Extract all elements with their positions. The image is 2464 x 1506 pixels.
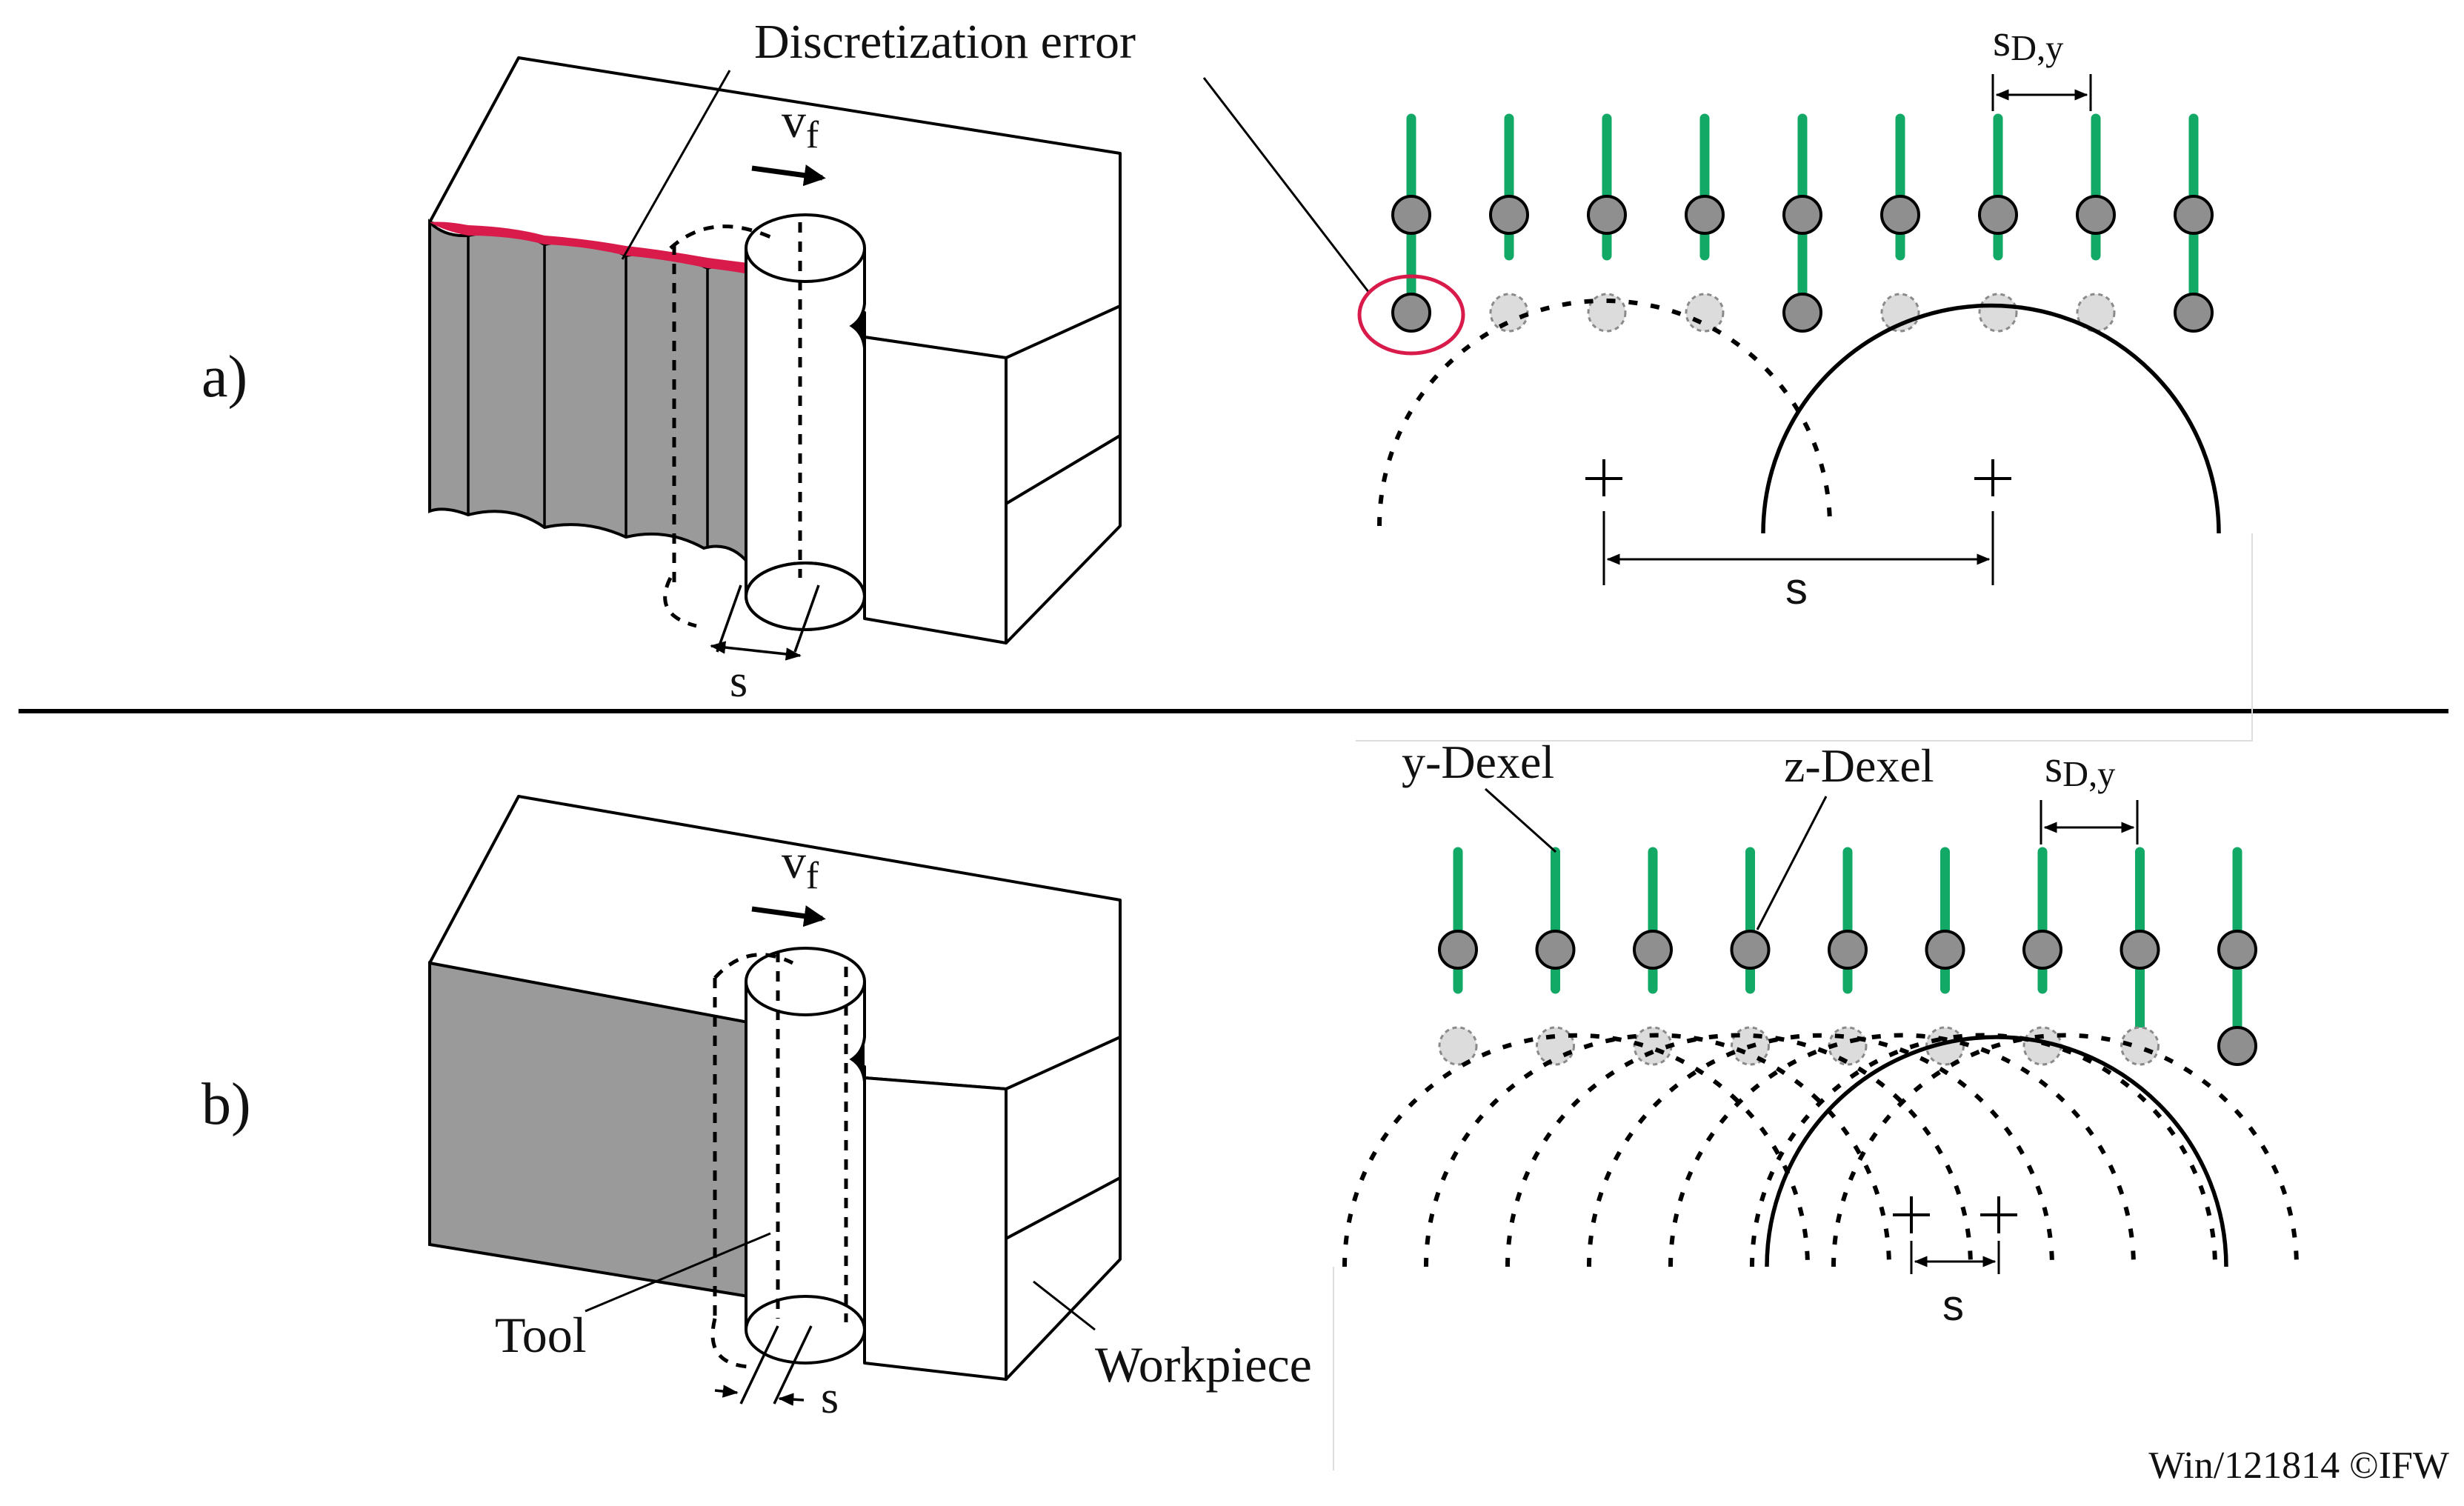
previous-tool-arc-b-1 [1342,1033,1810,1267]
dexel-spacing-label-a: sD,y [1993,16,2063,68]
lower-node-a-8 [2076,293,2116,333]
previous-tool-arc-b-4 [1587,1033,2054,1267]
z-dexel-node-a-5 [1782,195,1822,235]
discretization-error-label: Discretization error [754,15,1136,69]
z-dexel-node-b-3 [1633,930,1673,970]
feed-label-b: vf [782,835,819,897]
frame-line-a [1356,533,2253,742]
dexel-spacing-dimension-b [2040,800,2139,844]
z-dexel-node-a-8 [2076,195,2116,235]
z-dexel-node-b-5 [1828,930,1868,970]
previous-tool-arc-b-3 [1505,1033,1973,1267]
previous-tool-arc-b-2 [1424,1033,1891,1267]
machined-surface-a [428,219,750,567]
discretization-error-leader-right [1202,77,1371,293]
z-dexel-node-b-9 [2217,930,2257,970]
step-label-a-left: s [730,656,747,707]
z-dexel-node-a-1 [1391,195,1431,235]
step-dimension-b [1910,1241,2000,1274]
panel-b: b) [202,736,2299,1423]
panel-a-label: a) [202,344,247,410]
lower-node-a-1 [1391,293,1431,333]
previous-tool-arc-b-6 [1750,1033,2217,1267]
z-dexel-node-a-9 [2174,195,2214,235]
z-dexel-leader [1756,796,1828,930]
dexel-grid-a [1391,113,2214,333]
previous-tool-position-b [710,952,848,1369]
lower-node-a-2 [1489,293,1529,333]
lower-node-a-3 [1587,293,1627,333]
step-marker-b [714,1325,813,1406]
lower-node-a-9 [2174,293,2214,333]
dexel-grid-b [1438,847,2257,1066]
feed-arrow-b: vf [751,835,826,927]
tool-leader [585,1232,771,1313]
z-dexel-node-a-3 [1587,195,1627,235]
tool-cylinder-a [745,213,866,631]
dexel-spacing-label-b: sD,y [2045,742,2115,794]
z-dexel-node-b-7 [2022,930,2062,970]
lower-node-b-8 [2120,1026,2160,1066]
previous-tool-arcs-b [1342,1033,2299,1267]
step-marker-a [710,584,820,661]
panel-b-label: b) [202,1072,251,1137]
step-label-b-left: s [821,1373,839,1423]
right-arrow-icon [751,164,826,187]
lower-node-b-9 [2217,1026,2257,1066]
current-tool-arc-a [1761,303,2221,534]
z-dexel-node-b-4 [1730,930,1771,970]
lower-node-a-5 [1782,293,1822,333]
step-label-a-right: s [1785,564,1808,613]
copyright-label: Win/121814 ©IFW [2148,1445,2449,1487]
panel-a: a) [202,15,2221,707]
workpiece-label: Workpiece [1095,1336,1312,1393]
feed-arrow-a: vf [751,94,826,187]
z-dexel-label: z-Dexel [1784,739,1934,792]
feed-label-a: vf [782,94,819,156]
lower-node-a-4 [1685,293,1725,333]
cross-mark-icon [1585,459,2011,496]
discretization-error-leader-left [621,70,731,260]
discretization-error-region-a [430,221,748,274]
workpiece-leader [1033,1280,1096,1331]
current-tool-arc-b [1765,1035,2228,1267]
z-dexel-node-b-6 [1925,930,1965,970]
step-dimension-a [1602,511,1994,585]
dexel-spacing-dimension-a [1991,74,2092,111]
right-arrow-icon [751,905,826,927]
previous-tool-position-a [663,222,802,628]
y-dexel-label: y-Dexel [1402,736,1554,788]
lower-node-b-1 [1438,1026,1478,1066]
lower-node-a-7 [1978,293,2018,333]
z-dexel-node-a-6 [1880,195,1920,235]
previous-tool-arc-b-7 [1831,1033,2299,1267]
tool-cylinder-b [745,947,866,1365]
cross-mark-icon [1893,1196,2017,1233]
lower-node-b-2 [1536,1026,1575,1066]
y-dexel-leader [1484,787,1557,853]
machined-surface-b [428,961,750,1299]
z-dexel-node-a-4 [1685,195,1725,235]
z-dexel-node-b-8 [2120,930,2160,970]
previous-tool-arc-b-5 [1668,1033,2136,1267]
step-label-b-right: s [1942,1282,1964,1330]
z-dexel-node-a-7 [1978,195,2018,235]
z-dexel-node-b-2 [1535,930,1576,970]
discretization-error-highlight [1357,274,1465,356]
z-dexel-node-a-2 [1489,195,1529,235]
z-dexel-node-b-1 [1438,930,1478,970]
tool-label: Tool [495,1307,587,1363]
